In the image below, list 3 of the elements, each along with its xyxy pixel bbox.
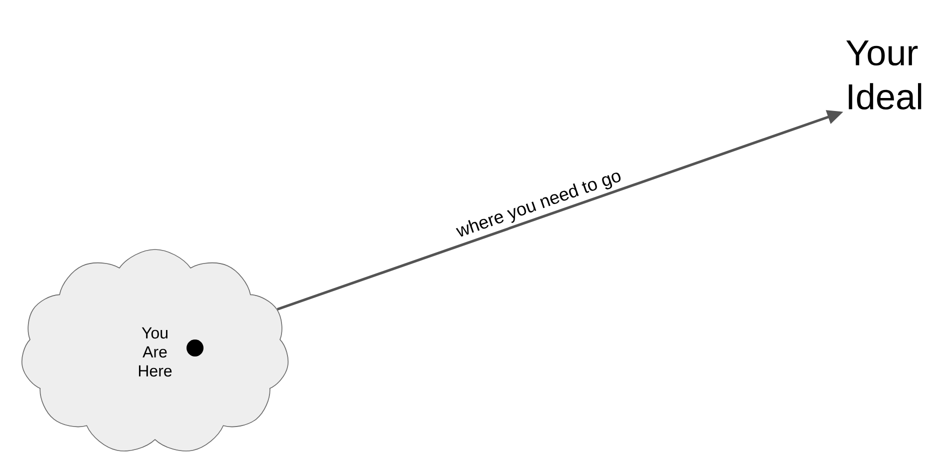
cloud: You Are Here <box>22 249 288 452</box>
heading-text: Your Ideal <box>846 40 922 110</box>
edge-label: where you need to go <box>456 172 621 237</box>
